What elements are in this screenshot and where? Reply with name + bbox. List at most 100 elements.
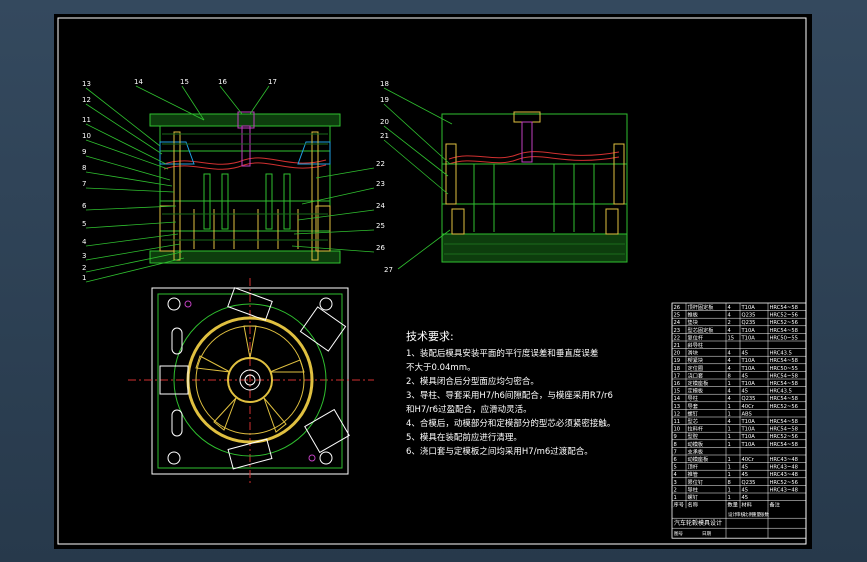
- callout-26: 26: [376, 244, 385, 252]
- bom-cell-mat: Q235: [742, 480, 756, 486]
- bom-cell-mat: Q235: [742, 313, 756, 319]
- tech-title: 技术要求:: [406, 330, 454, 343]
- bom-cell-note: HRC54~58: [770, 328, 798, 334]
- bom-cell-qty: 1: [728, 442, 731, 448]
- bom-cell-qty: 2: [728, 320, 731, 326]
- right-leader-lines: [383, 87, 453, 270]
- bom-cell-qty: 4: [728, 313, 732, 319]
- tech-line-3b: 和H7/r6过盈配合，应滑动灵活。: [406, 404, 532, 415]
- bom-cell-no: 1: [674, 495, 677, 501]
- bom-cell-mat: T10A: [741, 335, 756, 341]
- callout-19: 19: [380, 96, 389, 104]
- bom-cell-note: HRC52~56: [770, 434, 798, 440]
- bom-cell-name: 型腔: [688, 432, 698, 440]
- bom-cell-note: HRC43.5: [770, 351, 792, 357]
- bom-cell-mat: T10A: [741, 381, 756, 387]
- bom-cell-mat: 40Cr: [742, 457, 755, 463]
- bom-cell-qty: 4: [728, 366, 732, 372]
- bom-cell-note: HRC54~58: [770, 396, 798, 402]
- bom-cell-note: HRC54~58: [770, 358, 798, 364]
- title-block-footer: 日期: [702, 531, 711, 537]
- bom-cell-name: 定模板: [688, 387, 704, 395]
- tech-line-4: 4、合模后，动模部分和定模部分的型芯必须紧密接触。: [406, 418, 615, 429]
- title-block-label: 设计: [728, 511, 737, 518]
- callout-16: 16: [218, 78, 227, 86]
- callout-3: 3: [82, 252, 86, 260]
- callout-18: 18: [380, 80, 389, 88]
- bom-cell-qty: 8: [728, 373, 731, 379]
- bom-cell-name: 顶杆: [688, 463, 698, 471]
- bom-cell-no: 17: [674, 373, 681, 379]
- bom-header-cell: 材料: [742, 501, 752, 509]
- bom-cell-note: HRC52~56: [770, 313, 798, 319]
- bom-cell-name: 推管: [688, 470, 698, 478]
- bom-cell-no: 16: [674, 381, 681, 387]
- right-callout-numbers: 18 19 20 21 27: [380, 80, 393, 274]
- bom-cell-mat: 40Cr: [742, 404, 755, 410]
- bom-cell-no: 21: [674, 343, 681, 349]
- technical-requirements: 技术要求: 1、装配后模具安装平面的平行度误差和垂直度误差 不大于0.04mm。…: [406, 330, 615, 457]
- bom-cell-mat: 45: [742, 487, 749, 493]
- side-section-view[interactable]: [441, 111, 628, 263]
- bom-cell-name: 推板: [688, 311, 699, 319]
- tech-line-1: 1、装配后模具安装平面的平行度误差和垂直度误差: [406, 348, 598, 359]
- bom-cell-mat: T10A: [741, 419, 756, 425]
- bom-cell-qty: 4: [728, 351, 732, 357]
- plan-view[interactable]: [128, 278, 374, 484]
- bom-cell-qty: 1: [728, 457, 731, 463]
- bom-cell-mat: 45: [742, 495, 749, 501]
- callout-23: 23: [376, 180, 385, 188]
- callout-2: 2: [82, 264, 86, 272]
- bom-cell-mat: T10A: [741, 328, 756, 334]
- bom-header-cell: 序号: [674, 501, 684, 509]
- front-section-view[interactable]: [149, 111, 341, 264]
- bom-cell-name: 拉料杆: [688, 425, 704, 433]
- bom-cell-note: HRC43~48: [770, 457, 798, 463]
- tech-line-1b: 不大于0.04mm。: [406, 362, 476, 373]
- callout-1: 1: [82, 274, 86, 282]
- callout-24: 24: [376, 202, 385, 210]
- callout-14: 14: [134, 78, 143, 86]
- drawing-sheet[interactable]: 13 14 15 16 17 12 11 10 9 8 7 6 5 4 3 2 …: [54, 14, 812, 549]
- bom-cell-note: HRC52~56: [770, 404, 798, 410]
- bom-cell-note: HRC43.5: [770, 389, 792, 395]
- bom-cell-no: 18: [674, 366, 681, 372]
- bom-cell-name: 斜导柱: [688, 341, 704, 349]
- callout-21: 21: [380, 132, 389, 140]
- bom-cell-mat: Q235: [742, 320, 756, 326]
- bom-cell-name: 螺钉: [688, 409, 698, 417]
- callout-7: 7: [82, 180, 86, 188]
- drawing-frame: [57, 17, 807, 545]
- bom-cell-no: 26: [674, 305, 681, 311]
- bom-cell-mat: 45: [742, 465, 749, 471]
- bom-cell-qty: 1: [728, 411, 731, 417]
- title-block-footer: 图号: [674, 531, 683, 537]
- callout-27: 27: [384, 266, 393, 274]
- bom-cell-qty: 1: [728, 404, 731, 410]
- title-block-label: 重量: [752, 511, 761, 518]
- bom-cell-qty: 1: [728, 381, 731, 387]
- callout-9: 9: [82, 148, 86, 156]
- title-block-label: 比例: [744, 511, 753, 518]
- bom-cell-qty: 1: [728, 427, 731, 433]
- tech-line-5: 5、模具在装配前应进行清理。: [406, 432, 522, 443]
- bom-cell-name: 滑块: [688, 349, 699, 357]
- bom-cell-name: 浇口套: [688, 371, 704, 379]
- bom-cell-name: 螺钉: [688, 493, 698, 501]
- left-leader-lines: [85, 85, 375, 283]
- bom-cell-mat: T10A: [741, 305, 756, 311]
- bom-cell-mat: 45: [742, 472, 749, 478]
- bom-cell-no: 23: [674, 328, 681, 334]
- bom-cell-no: 19: [674, 358, 681, 364]
- callout-15: 15: [180, 78, 189, 86]
- callout-6: 6: [82, 202, 87, 210]
- callout-5: 5: [82, 220, 86, 228]
- bom-cell-no: 8: [674, 442, 677, 448]
- bom-cell-note: HRC52~56: [770, 480, 798, 486]
- bom-cell-mat: 45: [742, 373, 749, 379]
- bom-cell-qty: 4: [728, 328, 732, 334]
- bom-cell-no: 10: [674, 427, 681, 433]
- bom-cell-qty: 1: [728, 465, 731, 471]
